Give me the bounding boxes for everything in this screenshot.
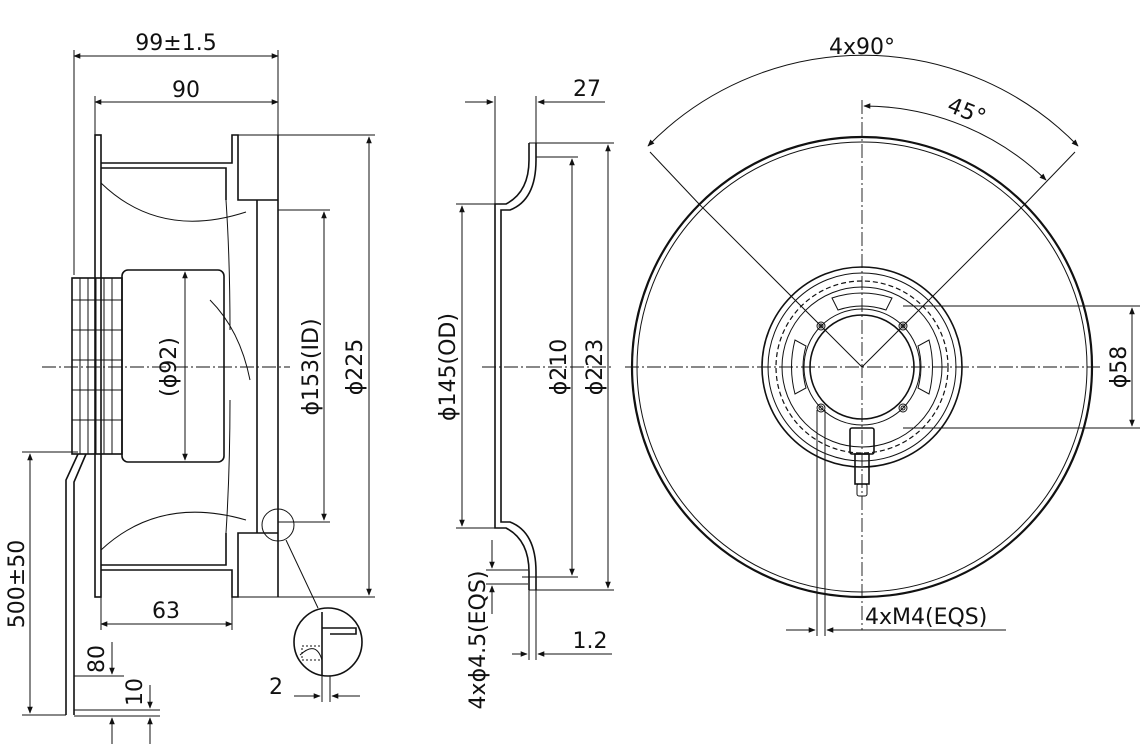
strip-length-label: 80 [85, 645, 110, 673]
impeller-diameter-label: ϕ225 [343, 339, 368, 396]
mount-holes-label: 4xϕ4.5(EQS) [466, 571, 491, 710]
overall-length-label: 99±1.5 [135, 31, 216, 56]
inlet-id-label: ϕ153(ID) [299, 318, 324, 415]
motor-diameter-label: (ϕ92) [157, 337, 182, 397]
ring-od-label: ϕ145(OD) [436, 313, 461, 421]
detail-circle [293, 607, 363, 677]
hole-spacing-angle-label: 4x90° [829, 35, 895, 60]
cable-length-label: 500±50 [5, 540, 30, 628]
wire-end-label: 10 [123, 678, 148, 706]
ring-thickness-label: 1.2 [573, 629, 608, 654]
wall-thickness-label: 2 [269, 675, 283, 700]
front-view: 4x90° 45° ϕ58 4xM4(EQS) [625, 35, 1140, 636]
hole-offset-angle-label: 45° [944, 93, 990, 131]
motor-fins [72, 278, 122, 454]
inlet-ring-view: 27 ϕ145(OD) ϕ210 ϕ223 4xϕ4.5(EQS) 1.2 [436, 77, 614, 709]
blade-length-label: 90 [172, 78, 200, 103]
ring-diameter-label: ϕ210 [547, 339, 572, 396]
hub-diameter-label: ϕ58 [1107, 346, 1132, 389]
threads-label: 4xM4(EQS) [865, 605, 987, 630]
flange-diameter-label: ϕ223 [583, 339, 608, 396]
ring-width-label: 27 [573, 77, 601, 102]
side-view: 99±1.5 90 (ϕ92) ϕ153(ID) ϕ225 63 500±50 [5, 31, 375, 744]
depth-label: 63 [152, 599, 180, 624]
